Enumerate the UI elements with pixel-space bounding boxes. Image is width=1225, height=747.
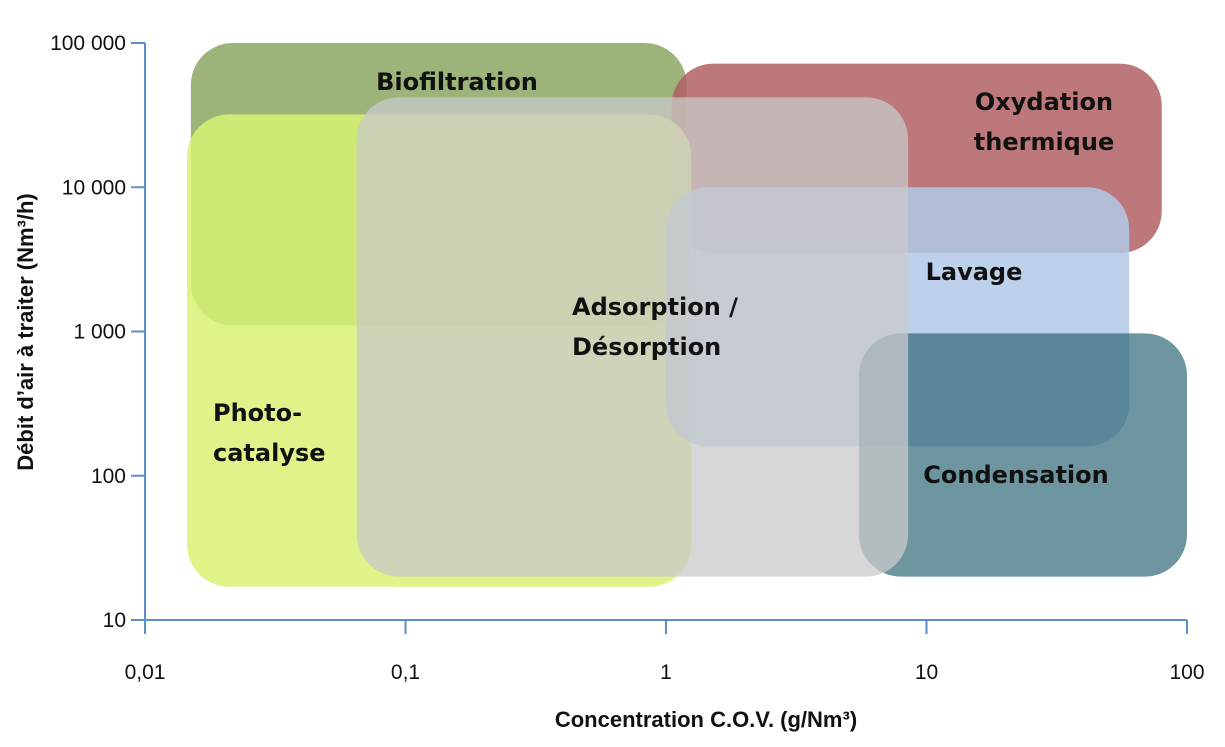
region-label-line: catalyse [213, 439, 326, 467]
region-label-line: Adsorption / [572, 293, 738, 321]
region-label-line: Désorption [572, 333, 721, 361]
x-tick-label: 10 [915, 661, 938, 684]
y-tick-label: 10 [103, 609, 126, 632]
region-label-line: Lavage [926, 258, 1023, 286]
axes-layer: 10 100 1 000 10 000 100 000 0,01 0,1 1 10 100Conc… [13, 32, 1205, 732]
region-label-line: Biofiltration [376, 68, 538, 96]
region-condensation [858, 333, 1187, 577]
regions-layer [187, 43, 1187, 587]
x-tick-label: 100 [1169, 661, 1204, 684]
x-tick-label: 0,01 [125, 661, 166, 684]
y-tick-label: 100 [91, 465, 126, 488]
region-label-line: Photo- [213, 399, 302, 427]
region-label-photocatalyse: Photo-catalyse [213, 399, 326, 467]
region-label-line: Condensation [923, 461, 1108, 489]
y-tick-label: 1 000 [73, 321, 126, 344]
region-label-lavage: Lavage [926, 258, 1023, 286]
x-axis-title: Concentration C.O.V. (g/Nm³) [555, 707, 857, 732]
y-tick-label: 10 000 [62, 176, 126, 199]
region-adsorption [356, 97, 909, 577]
region-label-adsorption: Adsorption / Désorption [572, 293, 738, 361]
x-tick-label: 1 [660, 661, 672, 684]
region-label-line: Oxydation [975, 88, 1113, 116]
region-label-oxydation: Oxydation thermique [974, 88, 1114, 156]
region-label-biofiltration: Biofiltration [376, 68, 538, 96]
region-label-line: thermique [974, 128, 1114, 156]
y-axis-title: Débit d’air à traiter (Nm³/h) [13, 193, 38, 470]
region-label-condensation: Condensation [923, 461, 1108, 489]
x-tick-label: 0,1 [391, 661, 420, 684]
y-tick-label: 100 000 [50, 32, 126, 55]
